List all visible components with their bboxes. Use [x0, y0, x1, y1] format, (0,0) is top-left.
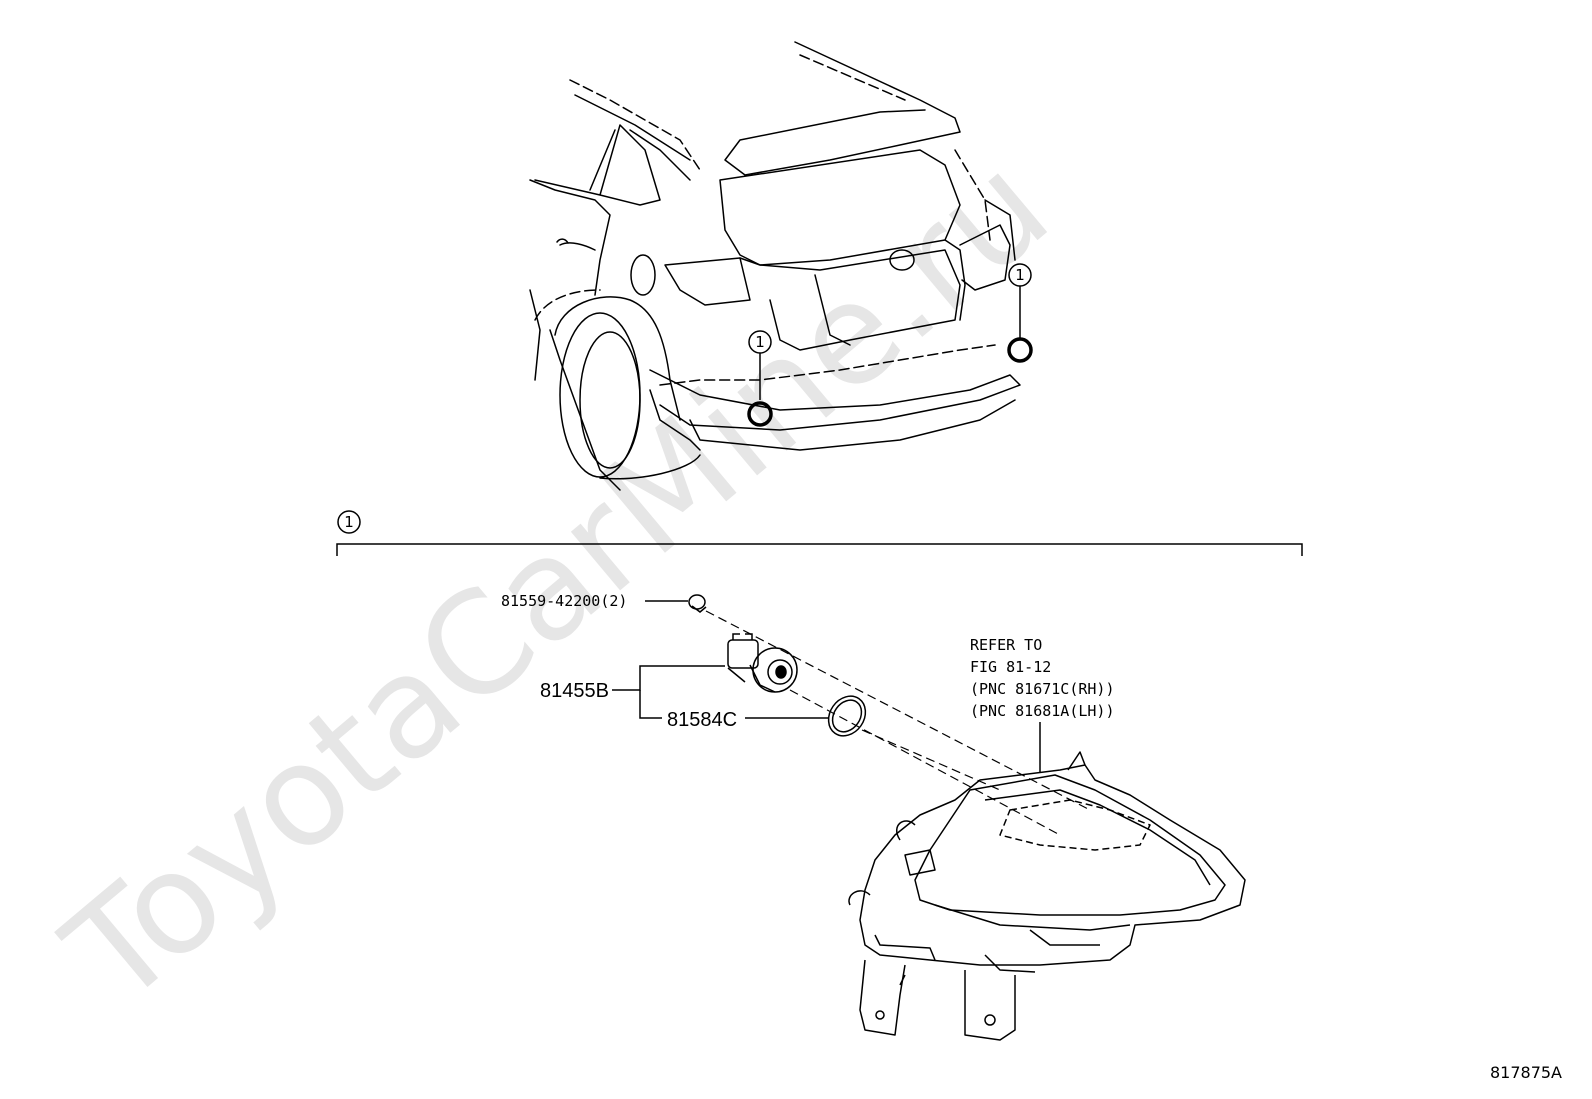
- lamp-location-markers: [747, 263, 1033, 427]
- part-label-clip: 81559-42200(2): [501, 592, 627, 610]
- figure-id: 817875A: [1490, 1063, 1562, 1082]
- alignment-lines: [705, 610, 1091, 836]
- section-bracket: [336, 510, 1303, 556]
- refer-note-line2: FIG 81-12: [970, 658, 1051, 676]
- fog-lamp-housing: [848, 751, 1246, 1041]
- callout-number-left: 1: [755, 333, 765, 351]
- refer-note-line3: (PNC 81671C(RH)): [970, 680, 1115, 698]
- clip-part: [645, 594, 707, 613]
- gasket-part: [745, 695, 867, 737]
- socket-leader-lines: [612, 665, 725, 719]
- section-callout-number: 1: [344, 513, 354, 531]
- watermark-text: ToyotaCarMine.ru: [36, 125, 1078, 1037]
- socket-part: [727, 633, 798, 693]
- callout-number-right: 1: [1015, 266, 1025, 284]
- refer-note-line1: REFER TO: [970, 636, 1042, 654]
- vehicle-rear-illustration: [529, 41, 1021, 491]
- part-label-socket: 81455B: [540, 680, 609, 702]
- part-label-gasket: 81584C: [667, 709, 737, 731]
- refer-note-line4: (PNC 81681A(LH)): [970, 702, 1115, 720]
